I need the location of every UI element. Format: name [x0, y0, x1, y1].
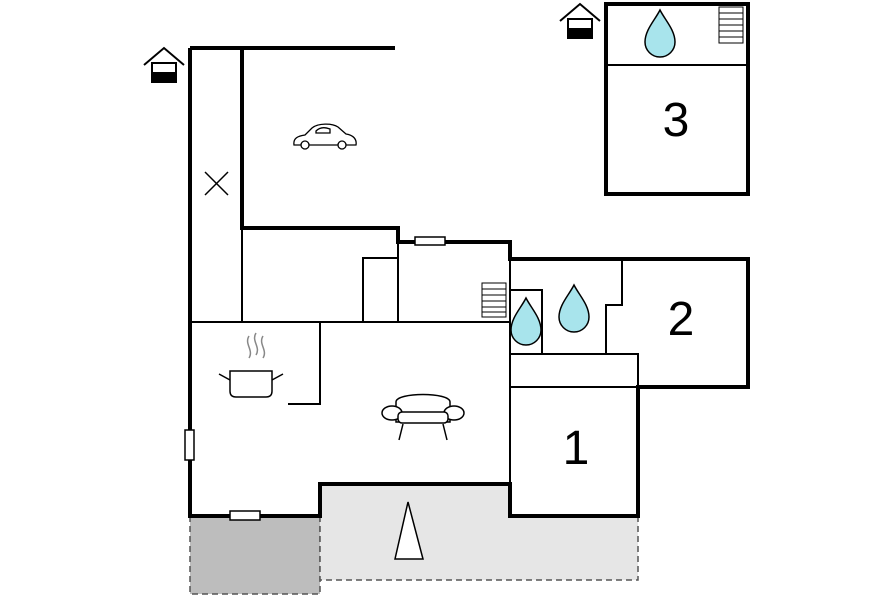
house-entrance-icon — [559, 2, 601, 39]
cooking-pot-icon — [218, 332, 284, 398]
water-drop-icon — [644, 8, 676, 58]
stairs-icon — [718, 6, 744, 44]
exterior-walls — [188, 2, 750, 518]
cross-mark-icon — [204, 171, 229, 196]
window-icon — [414, 236, 446, 246]
terrace-light — [319, 483, 639, 581]
terrace-dark — [189, 515, 321, 595]
room-number-2: 2 — [668, 293, 695, 346]
water-drop-icon — [558, 283, 590, 333]
room-number-3: 3 — [663, 94, 690, 147]
interior-walls — [190, 64, 748, 484]
stairs-icon — [481, 282, 507, 318]
window-icon — [184, 429, 195, 461]
tree-icon — [394, 501, 424, 560]
house-entrance-icon — [143, 46, 185, 83]
sofa-icon — [381, 393, 465, 441]
room-number-1: 1 — [563, 422, 590, 475]
window-icon — [229, 510, 261, 521]
car-icon — [293, 123, 357, 150]
water-drop-icon — [510, 296, 542, 346]
